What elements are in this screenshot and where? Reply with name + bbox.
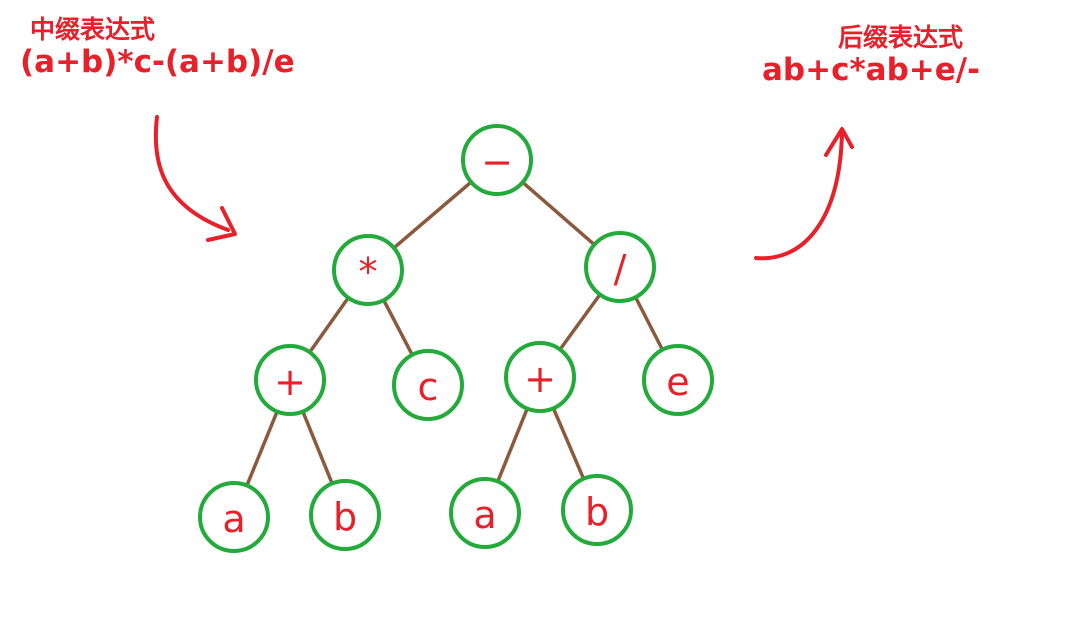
tree-node-a-right: a	[449, 477, 521, 549]
node-circle	[561, 474, 633, 546]
edges-layer	[232, 158, 680, 518]
infix-expression: (a+b)*c-(a+b)/e	[20, 44, 295, 80]
node-circle	[332, 234, 404, 306]
node-label: −	[481, 140, 513, 184]
tree-node-b-right: b	[561, 474, 633, 546]
left-arrow-head-icon	[206, 206, 237, 242]
node-circle	[504, 341, 576, 413]
tree-node-a-left: a	[198, 481, 270, 553]
node-circle	[642, 344, 714, 416]
node-label: +	[524, 357, 556, 401]
node-label: /	[614, 247, 627, 291]
node-label: b	[585, 490, 609, 534]
tree-node-div: /	[584, 231, 656, 303]
node-label: c	[418, 365, 439, 409]
tree-node-b-left: b	[309, 479, 381, 551]
postfix-heading: 后缀表达式	[838, 23, 964, 52]
node-circle	[392, 349, 464, 421]
right-arrow-head-icon	[824, 127, 854, 157]
node-label: b	[333, 495, 357, 539]
node-circle	[449, 477, 521, 549]
tree-node-plus-left: +	[254, 344, 326, 416]
nodes-layer: − * / + c + e a b a b	[198, 124, 714, 553]
tree-node-mul: *	[332, 234, 404, 306]
node-circle	[254, 344, 326, 416]
node-circle	[309, 479, 381, 551]
node-label: *	[359, 250, 378, 294]
left-curved-arrow-icon	[153, 115, 230, 232]
tree-node-root: −	[461, 124, 533, 196]
node-label: a	[222, 497, 245, 541]
node-circle	[461, 124, 533, 196]
node-label: a	[473, 493, 496, 537]
node-circle	[198, 481, 270, 553]
node-circle	[584, 231, 656, 303]
right-curved-arrow-icon	[754, 130, 844, 261]
tree-node-e: e	[642, 344, 714, 416]
infix-heading: 中缀表达式	[30, 15, 156, 44]
node-label: e	[666, 360, 689, 404]
tree-node-plus-right: +	[504, 341, 576, 413]
postfix-expression: ab+c*ab+e/-	[762, 52, 980, 88]
tree-node-c: c	[392, 349, 464, 421]
node-label: +	[274, 360, 306, 404]
